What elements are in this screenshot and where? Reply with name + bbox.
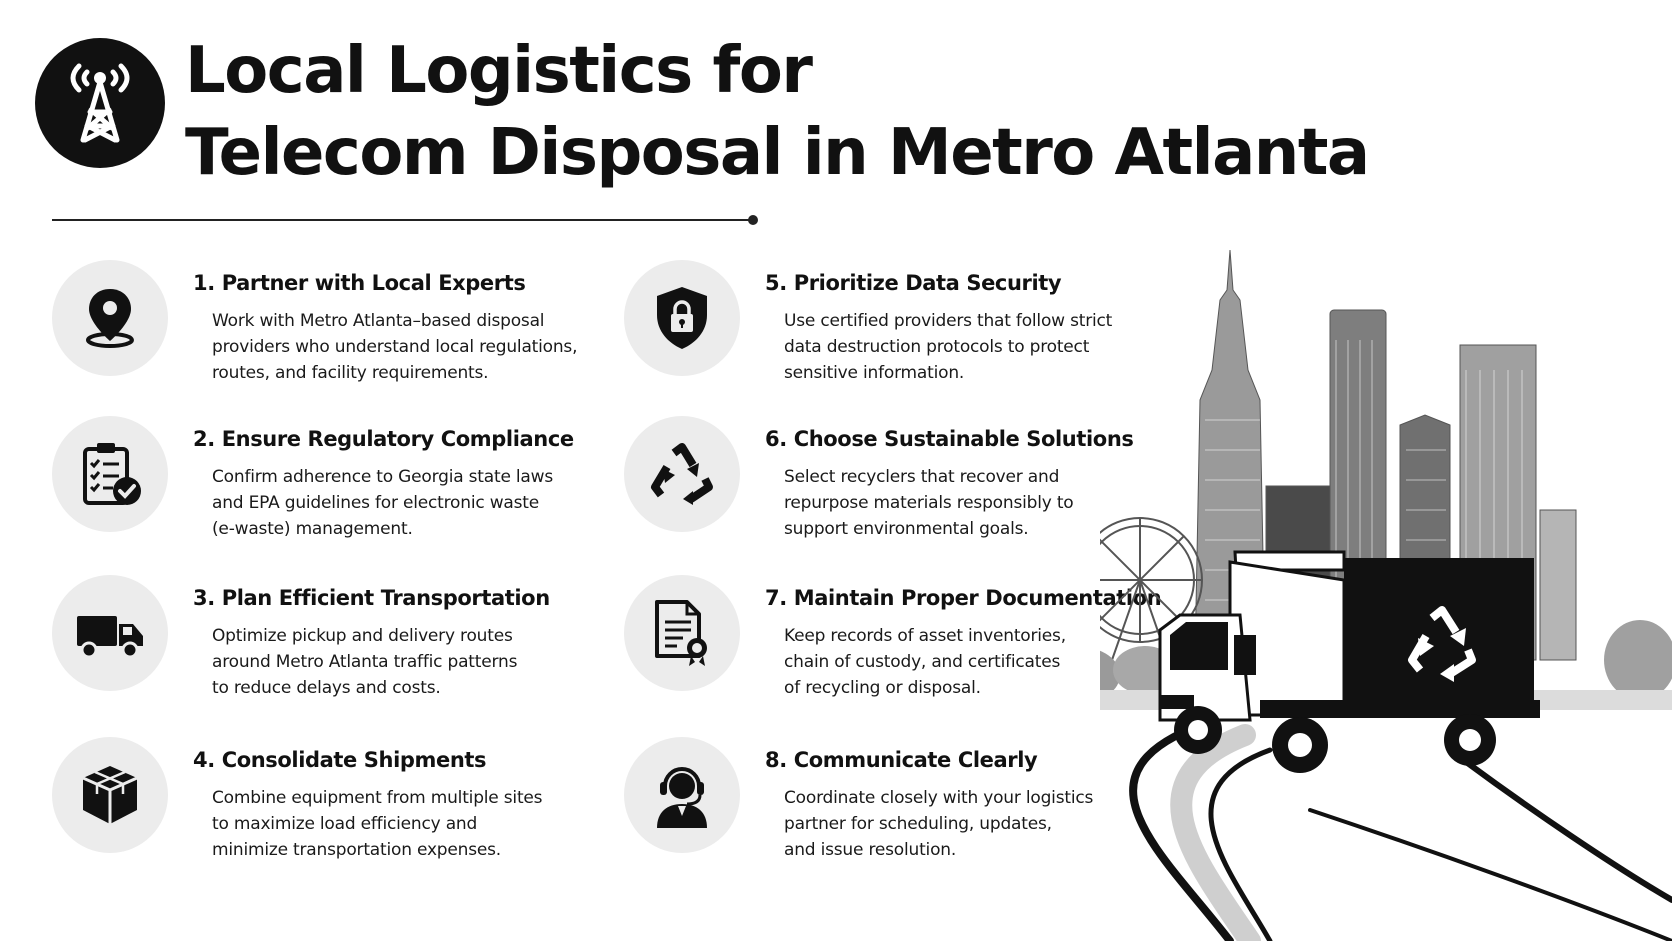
tip-line: routes, and facility requirements. xyxy=(212,363,489,383)
radio-tower-icon xyxy=(35,38,165,168)
tip-line: Select recyclers that recover and xyxy=(784,467,1060,487)
tip-title: 5. Prioritize Data Security xyxy=(765,271,1062,295)
tip-title: 1. Partner with Local Experts xyxy=(193,271,526,295)
recycling-truck xyxy=(1158,550,1540,773)
tip-2: 2. Ensure Regulatory Compliance Confirm … xyxy=(52,416,592,546)
tip-4: 4. Consolidate Shipments Combine equipme… xyxy=(52,737,592,867)
tip-line: partner for scheduling, updates, xyxy=(784,814,1052,834)
road xyxy=(1129,716,1672,941)
tip-line: to reduce delays and costs. xyxy=(212,678,441,698)
tip-line: data destruction protocols to protect xyxy=(784,337,1090,357)
tip-8: 8. Communicate Clearly Coordinate closel… xyxy=(624,737,1164,867)
tip-line: (e-waste) management. xyxy=(212,519,413,539)
tip-line: minimize transportation expenses. xyxy=(212,840,502,860)
certificate-document-icon xyxy=(624,575,740,691)
tip-title: 7. Maintain Proper Documentation xyxy=(765,586,1162,610)
tip-line: repurpose materials responsibly to xyxy=(784,493,1074,513)
tip-5: 5. Prioritize Data Security Use certifie… xyxy=(624,260,1164,390)
tip-1: 1. Partner with Local Experts Work with … xyxy=(52,260,592,390)
boxes-icon xyxy=(52,737,168,853)
tip-description: Coordinate closely with your logistics p… xyxy=(784,785,1164,863)
shield-lock-icon xyxy=(624,260,740,376)
header-divider xyxy=(52,219,752,221)
tip-title: 2. Ensure Regulatory Compliance xyxy=(193,427,574,451)
headset-agent-icon xyxy=(624,737,740,853)
truck-icon xyxy=(52,575,168,691)
tip-title: 6. Choose Sustainable Solutions xyxy=(765,427,1134,451)
tip-title: 3. Plan Efficient Transportation xyxy=(193,586,550,610)
tip-6: 6. Choose Sustainable Solutions Select r… xyxy=(624,416,1164,546)
tip-3: 3. Plan Efficient Transportation Optimiz… xyxy=(52,575,592,705)
tip-line: Keep records of asset inventories, xyxy=(784,626,1066,646)
tip-line: and EPA guidelines for electronic waste xyxy=(212,493,540,513)
tip-line: Combine equipment from multiple sites xyxy=(212,788,543,808)
page-title: Local Logistics for Telecom Disposal in … xyxy=(185,30,1370,194)
tip-description: Combine equipment from multiple sites to… xyxy=(212,785,592,863)
tip-line: and issue resolution. xyxy=(784,840,957,860)
tip-line: of recycling or disposal. xyxy=(784,678,981,698)
title-line-2: Telecom Disposal in Metro Atlanta xyxy=(185,116,1370,190)
tip-line: Coordinate closely with your logistics xyxy=(784,788,1094,808)
tip-line: to maximize load efficiency and xyxy=(212,814,478,834)
tip-description: Optimize pickup and delivery routes arou… xyxy=(212,623,592,701)
divider-dot xyxy=(748,215,758,225)
atlanta-skyline-recycling-truck-illustration xyxy=(1100,250,1672,941)
tip-line: Optimize pickup and delivery routes xyxy=(212,626,513,646)
tip-7: 7. Maintain Proper Documentation Keep re… xyxy=(624,575,1164,705)
recycle-icon xyxy=(624,416,740,532)
tip-line: providers who understand local regulatio… xyxy=(212,337,578,357)
tip-description: Keep records of asset inventories, chain… xyxy=(784,623,1164,701)
tip-description: Work with Metro Atlanta–based disposal p… xyxy=(212,308,592,386)
clipboard-check-icon xyxy=(52,416,168,532)
tip-description: Select recyclers that recover and repurp… xyxy=(784,464,1164,542)
tip-description: Use certified providers that follow stri… xyxy=(784,308,1164,386)
tip-title: 4. Consolidate Shipments xyxy=(193,748,487,772)
title-line-1: Local Logistics for xyxy=(185,34,813,108)
map-pin-icon xyxy=(52,260,168,376)
tip-line: Work with Metro Atlanta–based disposal xyxy=(212,311,545,331)
tip-title: 8. Communicate Clearly xyxy=(765,748,1038,772)
tip-line: sensitive information. xyxy=(784,363,965,383)
tip-line: chain of custody, and certificates xyxy=(784,652,1061,672)
tip-description: Confirm adherence to Georgia state laws … xyxy=(212,464,592,542)
tip-line: support environmental goals. xyxy=(784,519,1029,539)
tip-line: Confirm adherence to Georgia state laws xyxy=(212,467,554,487)
tip-line: Use certified providers that follow stri… xyxy=(784,311,1113,331)
tip-line: around Metro Atlanta traffic patterns xyxy=(212,652,518,672)
